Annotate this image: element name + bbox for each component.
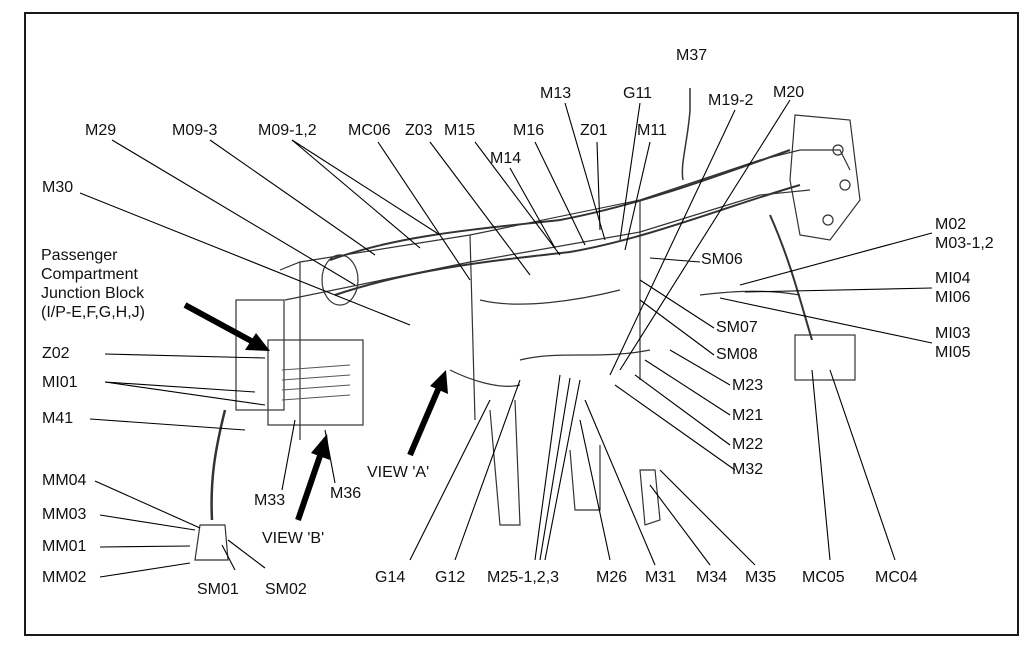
label-m37: M37 xyxy=(676,47,708,64)
junction-block-line-1: Passenger xyxy=(41,247,118,264)
junction-block-line-3: Junction Block xyxy=(41,285,145,302)
label-mc05: MC05 xyxy=(802,569,845,586)
label-m32: M32 xyxy=(732,461,764,478)
label-m31: M31 xyxy=(645,569,677,586)
label-m15: M15 xyxy=(444,122,476,139)
label-m09-3: M09-3 xyxy=(172,122,218,139)
label-z03: Z03 xyxy=(405,122,433,139)
label-m03-1-2: M03-1,2 xyxy=(935,235,994,252)
label-m41: M41 xyxy=(42,410,74,427)
label-sm06: SM06 xyxy=(701,251,743,268)
junction-block-callout: Passenger Compartment Junction Block (I/… xyxy=(41,246,145,322)
label-m13: M13 xyxy=(540,85,572,102)
label-mc04: MC04 xyxy=(875,569,918,586)
label-sm02: SM02 xyxy=(265,581,307,598)
label-m26: M26 xyxy=(596,569,628,586)
label-m21: M21 xyxy=(732,407,764,424)
label-mi05: MI05 xyxy=(935,344,971,361)
label-mi06: MI06 xyxy=(935,289,971,306)
label-g14: G14 xyxy=(375,569,406,586)
label-mi01: MI01 xyxy=(42,374,78,391)
label-m20: M20 xyxy=(773,84,805,101)
label-m35: M35 xyxy=(745,569,777,586)
label-mc06: MC06 xyxy=(348,122,391,139)
label-m25-1-2-3: M25-1,2,3 xyxy=(487,569,560,586)
label-m34: M34 xyxy=(696,569,728,586)
label-view-b: VIEW 'B' xyxy=(262,530,325,547)
junction-block-line-2: Compartment xyxy=(41,266,138,283)
label-g12: G12 xyxy=(435,569,466,586)
label-z02: Z02 xyxy=(42,345,70,362)
label-mi04: MI04 xyxy=(935,270,971,287)
diagram-frame xyxy=(24,12,1019,636)
label-m09-1-2: M09-1,2 xyxy=(258,122,317,139)
label-m11: M11 xyxy=(637,122,667,139)
label-z01: Z01 xyxy=(580,122,608,139)
label-m36: M36 xyxy=(330,485,362,502)
label-m33: M33 xyxy=(254,492,286,509)
label-m19-2: M19-2 xyxy=(708,92,754,109)
label-m14: M14 xyxy=(490,150,522,167)
label-mi03: MI03 xyxy=(935,325,971,342)
label-mm02: MM02 xyxy=(42,569,87,586)
label-mm01: MM01 xyxy=(42,538,87,555)
label-m22: M22 xyxy=(732,436,764,453)
label-m02: M02 xyxy=(935,216,967,233)
label-view-a: VIEW 'A' xyxy=(367,464,430,481)
label-m23: M23 xyxy=(732,377,764,394)
label-g11: G11 xyxy=(623,85,653,102)
junction-block-line-4: (I/P-E,F,G,H,J) xyxy=(41,304,145,321)
label-mm04: MM04 xyxy=(42,472,87,489)
label-m16: M16 xyxy=(513,122,545,139)
label-m30: M30 xyxy=(42,179,74,196)
label-mm03: MM03 xyxy=(42,506,87,523)
label-sm07: SM07 xyxy=(716,319,758,336)
label-sm01: SM01 xyxy=(197,581,239,598)
label-m29: M29 xyxy=(85,122,117,139)
label-sm08: SM08 xyxy=(716,346,758,363)
